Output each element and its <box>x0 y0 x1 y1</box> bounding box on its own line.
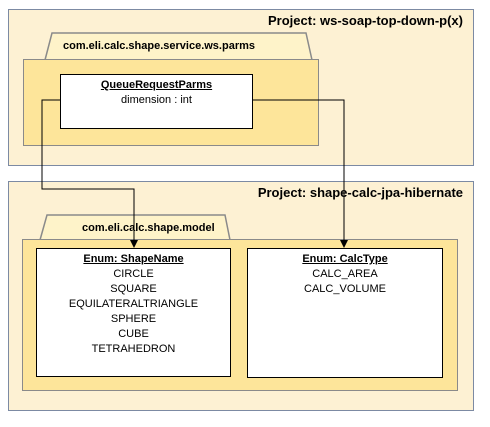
arrowhead <box>340 240 348 248</box>
class-queue-request-parms: QueueRequestParms dimension : int <box>60 74 253 129</box>
enum-shape-name: Enum: ShapeName CIRCLE SQUARE EQUILATERA… <box>36 248 231 377</box>
enum-value: CUBE <box>118 328 149 340</box>
enum-value: CALC_VOLUME <box>304 283 386 295</box>
arrowhead <box>130 240 138 248</box>
enum-value: CALC_AREA <box>312 268 378 280</box>
enum-name: Enum: CalcType <box>302 253 388 265</box>
enum-value: EQUILATERALTRIANGLE <box>68 298 199 310</box>
enum-name: Enum: ShapeName <box>83 253 184 265</box>
project-title: Project: shape-calc-jpa-hibernate <box>257 185 463 200</box>
package-name: com.eli.calc.shape.service.ws.parms <box>63 40 256 52</box>
enum-value: SQUARE <box>110 283 157 295</box>
connector-to-shapename <box>41 99 135 247</box>
enum-calc-type: Enum: CalcType CALC_AREA CALC_VOLUME <box>247 248 443 378</box>
class-name: QueueRequestParms <box>100 79 213 91</box>
connector-to-calctype <box>253 99 345 247</box>
enum-value: CIRCLE <box>113 268 154 280</box>
package-name: com.eli.calc.shape.model <box>82 222 215 234</box>
class-attribute: dimension : int <box>121 94 192 106</box>
enum-value: SPHERE <box>110 313 157 325</box>
enum-value: TETRAHEDRON <box>91 343 176 355</box>
project-title: Project: ws-soap-top-down-p(x) <box>268 13 463 28</box>
